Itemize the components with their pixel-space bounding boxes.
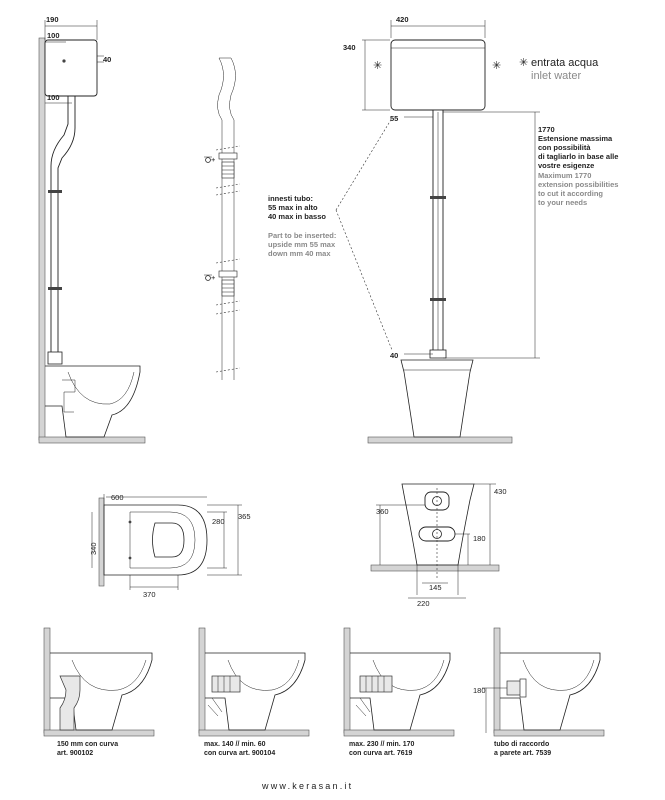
- side-view-high-cistern: 190 100 40 100: [38, 15, 146, 444]
- front-view-high-cistern: ✳ ✳ 420 340 55 40 ✳ entrata acqua inlet …: [343, 15, 618, 444]
- dim-40: 40: [103, 55, 111, 64]
- variant-2-line2: con curva art. 900104: [204, 750, 275, 757]
- inlet-mark-right: ✳: [492, 60, 501, 72]
- variant-1: 150 mm con curva art. 900102: [43, 627, 155, 757]
- flush-pipe: [50, 95, 76, 356]
- plan-view: 600 280 365 340 370: [89, 493, 251, 599]
- ext-en-1: Maximum 1770: [538, 171, 591, 180]
- dim-365: 365: [238, 512, 251, 521]
- toilet-bowl: [67, 371, 135, 405]
- cistern: [44, 39, 98, 97]
- variant-2-line1: max. 140 // min. 60: [204, 741, 266, 748]
- wall: [493, 627, 501, 734]
- ext-it-2: con possibilità: [538, 143, 591, 152]
- wall: [98, 497, 105, 587]
- floor: [493, 729, 605, 737]
- dim-180: 180: [473, 534, 486, 543]
- pipe-connector: [47, 351, 63, 365]
- toilet-side: [50, 652, 153, 731]
- dim-55: 55: [390, 114, 398, 123]
- part-line1: upside mm 55 max: [268, 240, 336, 249]
- ext-it-4: vostre esigenze: [538, 161, 594, 170]
- toilet-outline: [103, 504, 208, 576]
- variant-1-line1: 150 mm con curva: [57, 741, 118, 748]
- toilet-trap: [62, 379, 76, 413]
- ext-number: 1770: [538, 125, 555, 134]
- variant-4-line2: a parete art. 7539: [494, 750, 551, 757]
- floor: [343, 729, 455, 737]
- floor: [198, 729, 310, 737]
- variant-4-line1: tubo di raccordo: [494, 741, 549, 748]
- inlet-legend-mark: ✳: [519, 57, 528, 69]
- toilet-front: [400, 359, 474, 438]
- ext-it-3: di tagliarlo in base alle: [538, 152, 618, 161]
- pipe-joint: [48, 190, 62, 193]
- ext-en-2: extension possibilities: [538, 180, 618, 189]
- dim-220: 220: [417, 599, 430, 608]
- dim-145: 145: [429, 583, 442, 592]
- toilet-side: [500, 652, 601, 731]
- connector-pipe: [359, 675, 393, 693]
- variant-3-line2: con curva art. 7619: [349, 750, 413, 757]
- pipe-joint: [48, 287, 62, 290]
- part-title: Part to be inserted:: [268, 231, 336, 240]
- floor: [38, 436, 146, 444]
- dim-370: 370: [143, 590, 156, 599]
- variant-2: max. 140 // min. 60 con curva art. 90010…: [198, 627, 310, 757]
- wall: [43, 627, 51, 734]
- variant-4: 180 tubo di raccordo a parete art. 7539: [473, 627, 605, 757]
- wall: [343, 627, 351, 734]
- inlet-mark: [62, 59, 66, 63]
- dim-360: 360: [376, 507, 389, 516]
- dim-280: 280: [212, 517, 225, 526]
- toilet-side: [205, 652, 306, 731]
- floor: [370, 564, 500, 572]
- dim-180-variant: 180: [473, 686, 486, 695]
- floor: [43, 729, 155, 737]
- connector-lower: +: [204, 270, 238, 297]
- website-footer: www.kerasan.it: [261, 781, 353, 791]
- ext-en-4: to your needs: [538, 198, 587, 207]
- connector-upper: +: [204, 152, 238, 179]
- inlet-water-it: entrata acqua: [531, 57, 599, 69]
- dim-100-top: 100: [47, 31, 60, 40]
- wall: [38, 37, 46, 441]
- dim-420: 420: [396, 15, 409, 24]
- dim-100-pipe: 100: [47, 93, 60, 102]
- bowl-opening: [152, 522, 185, 558]
- svg-text:+: +: [211, 155, 216, 164]
- inlet-mark-left: ✳: [373, 60, 382, 72]
- innesti-line2: 40 max in basso: [268, 212, 326, 221]
- dim-40-bottom: 40: [390, 351, 398, 360]
- innesti-title: innesti tubo:: [268, 194, 313, 203]
- dim-430: 430: [494, 487, 507, 496]
- floor: [367, 436, 513, 444]
- ext-en-3: to cut it according: [538, 189, 603, 198]
- ext-it-1: Estensione massima: [538, 134, 613, 143]
- part-line2: down mm 40 max: [268, 249, 331, 258]
- dim-600: 600: [111, 493, 124, 502]
- dim-340: 340: [343, 43, 356, 52]
- toilet-body: [45, 365, 141, 438]
- pipe-detail: + + innesti tubo: 55 max in alto 40 max …: [204, 57, 393, 380]
- toilet-side: [350, 652, 451, 731]
- svg-text:+: +: [211, 273, 216, 282]
- cistern-front: [390, 39, 486, 111]
- front-view-toilet: 430 360 180 145 220: [370, 483, 507, 608]
- connector-pipe: [211, 675, 241, 693]
- variant-3: max. 230 // min. 170 con curva art. 7619: [343, 627, 455, 757]
- dim-190: 190: [46, 15, 59, 24]
- dim-340-plan: 340: [89, 542, 98, 555]
- inlet-water-en: inlet water: [531, 70, 581, 82]
- variant-3-line1: max. 230 // min. 170: [349, 741, 414, 748]
- variant-1-line2: art. 900102: [57, 750, 93, 757]
- bend-pipe: [59, 675, 81, 731]
- wall: [198, 627, 206, 734]
- innesti-line1: 55 max in alto: [268, 203, 318, 212]
